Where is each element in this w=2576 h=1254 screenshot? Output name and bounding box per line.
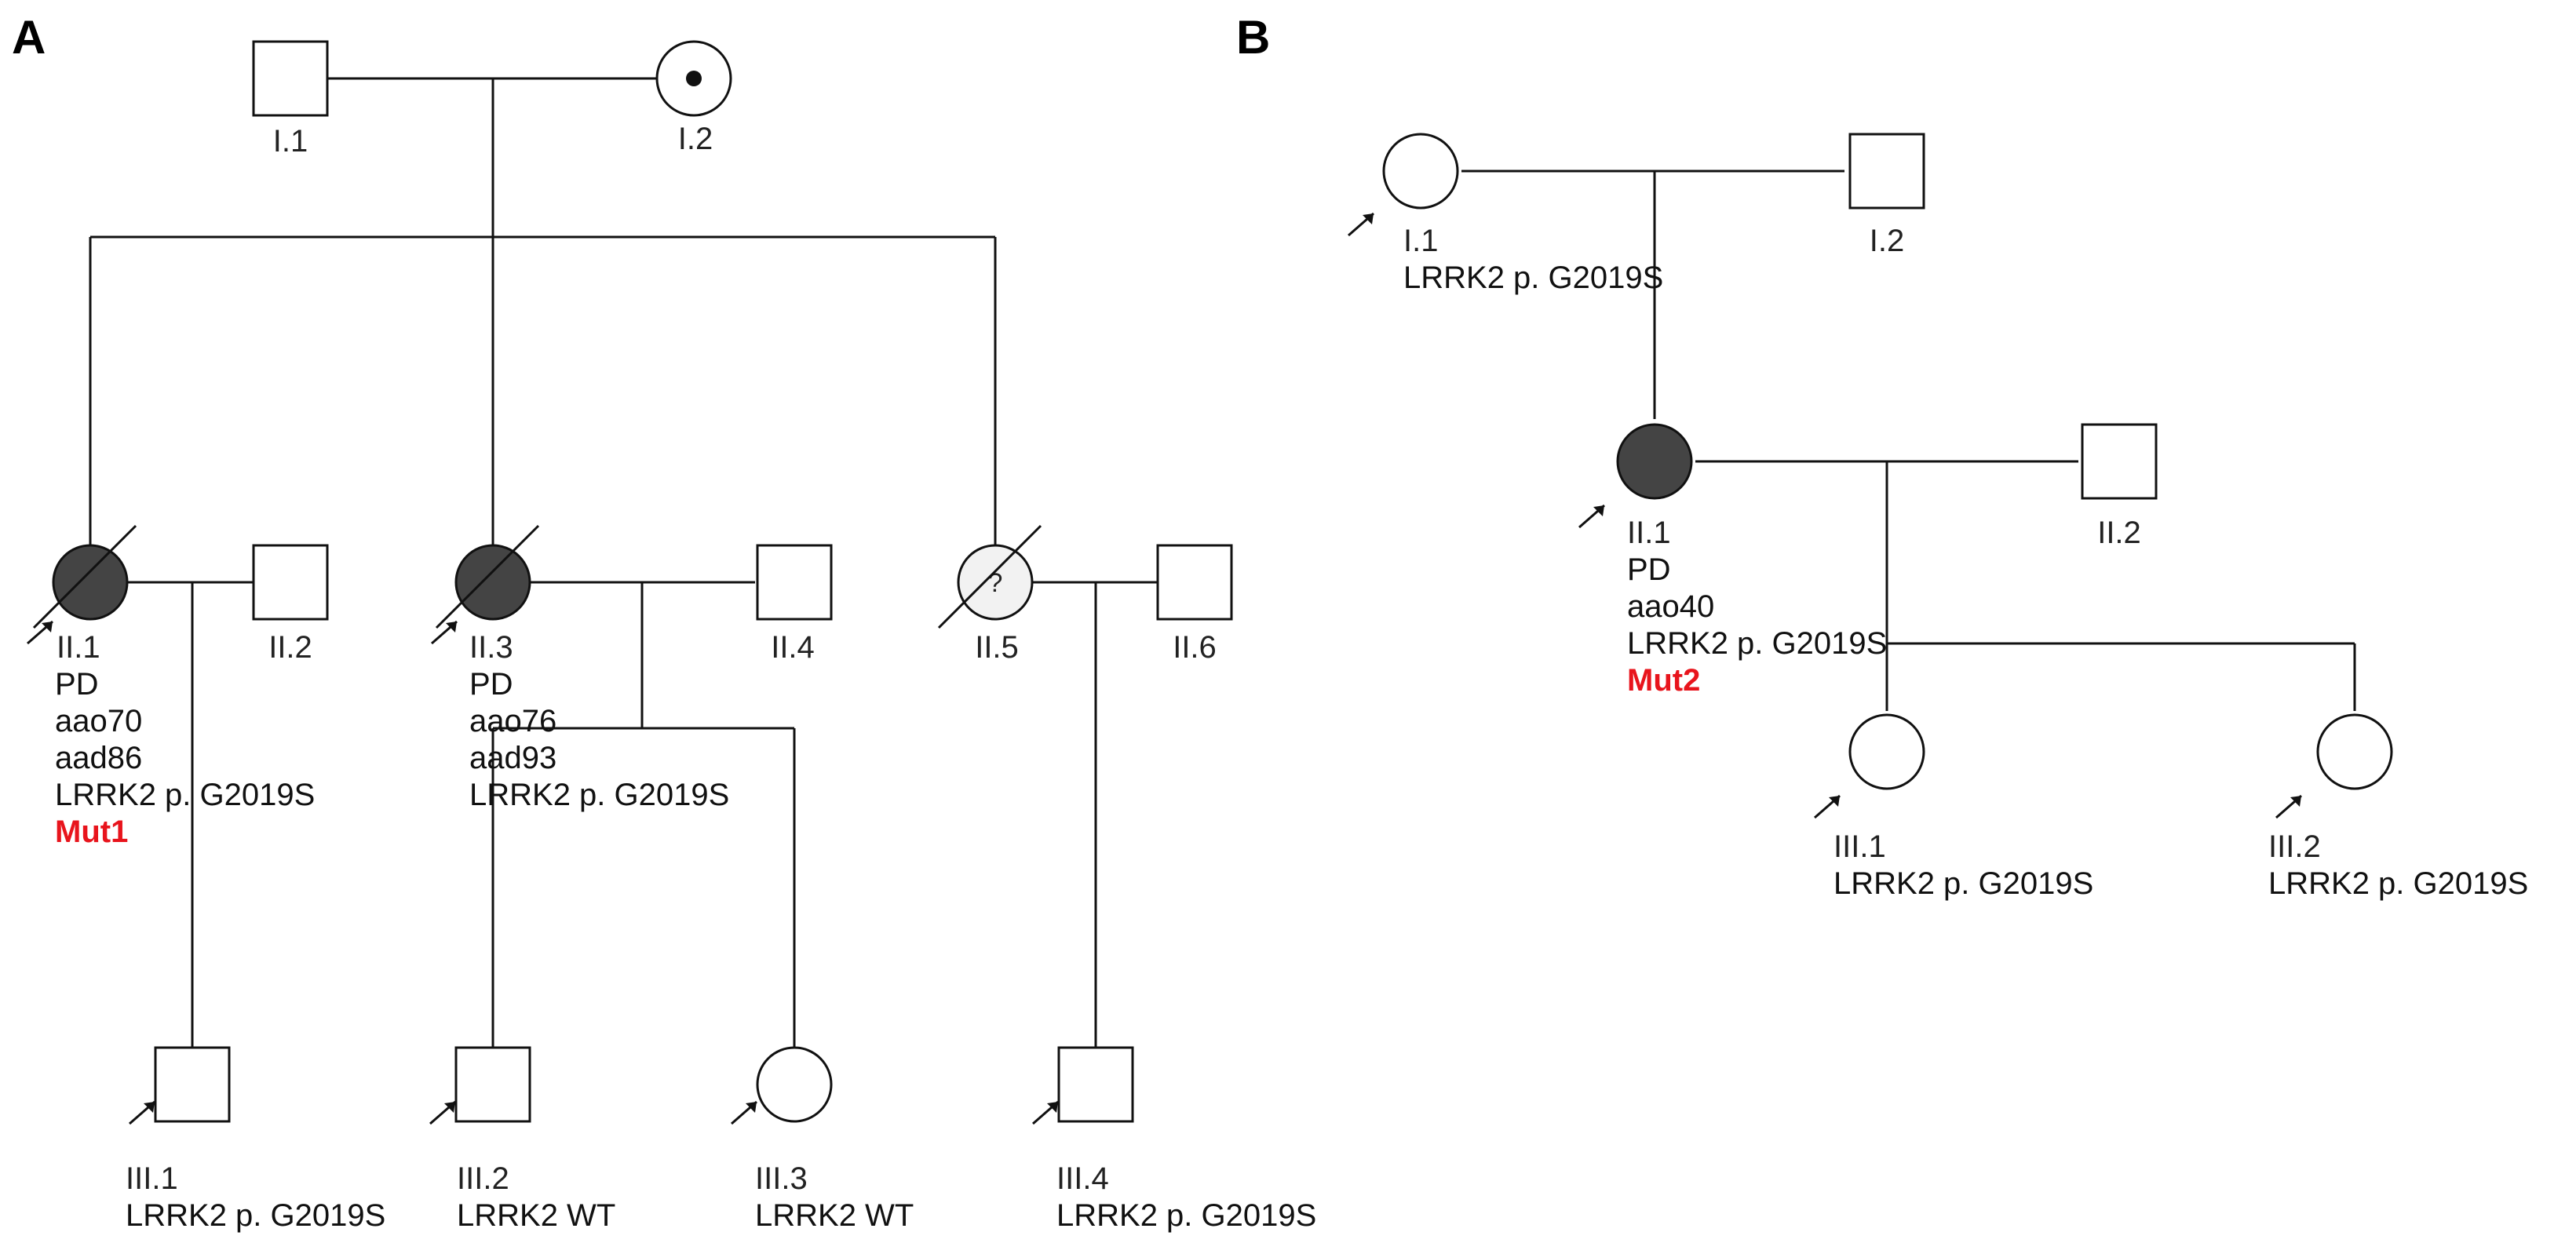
- panel-a-ii3-info-line: LRRK2 p. G2019S: [469, 778, 729, 812]
- panel-a-iii4-male-symbol: [1057, 1046, 1134, 1123]
- panel-a-ii1-female-symbol: [52, 544, 129, 621]
- panel-a-ii4-male-symbol: [756, 544, 833, 621]
- panel-a-ii2-individual: II.2: [252, 544, 329, 665]
- panel-a-ii5-female-symbol: [957, 544, 1034, 621]
- panel-b-ii2-individual: II.2: [2081, 423, 2158, 550]
- panel-a-i2-carrier-dot: [686, 71, 702, 86]
- panel-a-ii1-mutation-label: Mut1: [55, 815, 128, 849]
- panel-a-i1-individual: I.1: [252, 40, 329, 159]
- panel-b-ii1-female-symbol: [1616, 423, 1693, 500]
- panel-b-i2-male-symbol: [1848, 133, 1925, 210]
- panel-a-iii2-male-symbol: [454, 1046, 531, 1123]
- panel-a-iii2-proband-arrowhead-icon: [444, 1102, 455, 1113]
- panel-b-i2-individual: I.2: [1848, 133, 1925, 258]
- panel-a-ii3-female-symbol: [454, 544, 531, 621]
- panel-b-iii1-female-symbol: [1848, 713, 1925, 790]
- panel-a-iii3-id-label: III.3: [755, 1161, 808, 1196]
- panel-a-ii1-info-line: aao70: [55, 704, 142, 738]
- panel-a-iii1-id-label: III.1: [126, 1161, 178, 1196]
- panel-a-ii3-info-line: PD: [469, 667, 513, 702]
- panel-a-iii3-female-symbol: [756, 1046, 833, 1123]
- panel-a-iii1-info-line: LRRK2 p. G2019S: [126, 1198, 385, 1233]
- panel-b-iii1-info-line: LRRK2 p. G2019S: [1833, 866, 2093, 901]
- panel-a-ii6-male-symbol: [1156, 544, 1233, 621]
- panel-b-i1-proband-arrowhead-icon: [1363, 213, 1374, 224]
- panel-b-iii2-info-line: LRRK2 p. G2019S: [2268, 866, 2528, 901]
- panel-a-iii4-proband-arrowhead-icon: [1047, 1102, 1058, 1113]
- panel-a-lines: [89, 77, 1158, 1048]
- panel-a-ii1-info-line: aad86: [55, 741, 142, 775]
- panel-b-iii1-proband-arrowhead-icon: [1829, 796, 1840, 807]
- panel-a-ii1-id-label: II.1: [57, 630, 100, 665]
- panel-a-label: A: [12, 11, 46, 64]
- panel-a-ii4-id-label: II.4: [771, 630, 815, 665]
- panel-a-i1-id-label: I.1: [273, 124, 308, 159]
- panel-b-iii2-female-symbol: [2316, 713, 2393, 790]
- panel-a-ii3-proband-arrowhead-icon: [446, 622, 457, 632]
- panel-a-ii5-deceased-slash: [937, 524, 1042, 629]
- panel-b-ii1-info-line: LRRK2 p. G2019S: [1627, 626, 1887, 661]
- panel-a-ii1-deceased-slash: [32, 524, 137, 629]
- panel-a-iii2-id-label: III.2: [457, 1161, 509, 1196]
- panel-a-ii5-individual: ?II.5: [937, 524, 1042, 665]
- panel-a-ii2-id-label: II.2: [268, 630, 312, 665]
- panel-b-ii1-info-line: PD: [1627, 552, 1671, 587]
- panel-a-ii1-info-line: LRRK2 p. G2019S: [55, 778, 315, 812]
- panel-a-ii3-info-line: aao76: [469, 704, 556, 738]
- panel-a-ii3-info-line: aad93: [469, 741, 556, 775]
- panel-b-iii2-proband-arrowhead-icon: [2290, 796, 2301, 807]
- panel-a-ii6-id-label: II.6: [1173, 630, 1217, 665]
- panel-a-iii3-proband-arrowhead-icon: [746, 1102, 757, 1113]
- panel-a-ii3-deceased-slash: [435, 524, 540, 629]
- panel-a-i2-individual: I.2: [655, 40, 732, 156]
- panel-a-iii3-info-line: LRRK2 WT: [755, 1198, 914, 1233]
- panel-a-ii2-male-symbol: [252, 544, 329, 621]
- panel-b-ii1-info-line: aao40: [1627, 589, 1714, 624]
- panel-a-iii4-id-label: III.4: [1056, 1161, 1109, 1196]
- panel-a-iii1-proband-arrowhead-icon: [144, 1102, 155, 1113]
- panel-b-i1-id-label: I.1: [1403, 224, 1438, 258]
- panel-a-ii1-proband-arrowhead-icon: [42, 622, 53, 632]
- panel-a-ii1-info-line: PD: [55, 667, 99, 702]
- panel-a-iii1-male-symbol: [154, 1046, 231, 1123]
- panel-b-i1-female-symbol: [1382, 133, 1459, 210]
- panel-a-ii3-id-label: II.3: [469, 630, 513, 665]
- panel-b-ii1-id-label: II.1: [1627, 516, 1671, 550]
- panel-b-ii2-male-symbol: [2081, 423, 2158, 500]
- panel-a-iii4-info-line: LRRK2 p. G2019S: [1056, 1198, 1316, 1233]
- panel-b-ii2-id-label: II.2: [2097, 516, 2141, 550]
- panel-b-iii1-id-label: III.1: [1833, 829, 1886, 864]
- panel-b-ii1-proband-arrowhead-icon: [1593, 505, 1604, 516]
- panel-b-i2-id-label: I.2: [1870, 224, 1904, 258]
- panel-a-i2-id-label: I.2: [678, 122, 713, 156]
- panel-b-lines: [1461, 170, 2356, 711]
- panel-a-i1-male-symbol: [252, 40, 329, 117]
- panel-b-label: B: [1236, 11, 1270, 64]
- panel-b-ii1-mutation-label: Mut2: [1627, 663, 1700, 698]
- panel-b-i1-info-line: LRRK2 p. G2019S: [1403, 261, 1663, 295]
- panel-a-ii4-individual: II.4: [756, 544, 833, 665]
- panel-a-iii2-info-line: LRRK2 WT: [457, 1198, 615, 1233]
- panel-a-ii6-individual: II.6: [1156, 544, 1233, 665]
- panel-a-ii5-id-label: II.5: [975, 630, 1019, 665]
- panel-b-iii2-id-label: III.2: [2268, 829, 2321, 864]
